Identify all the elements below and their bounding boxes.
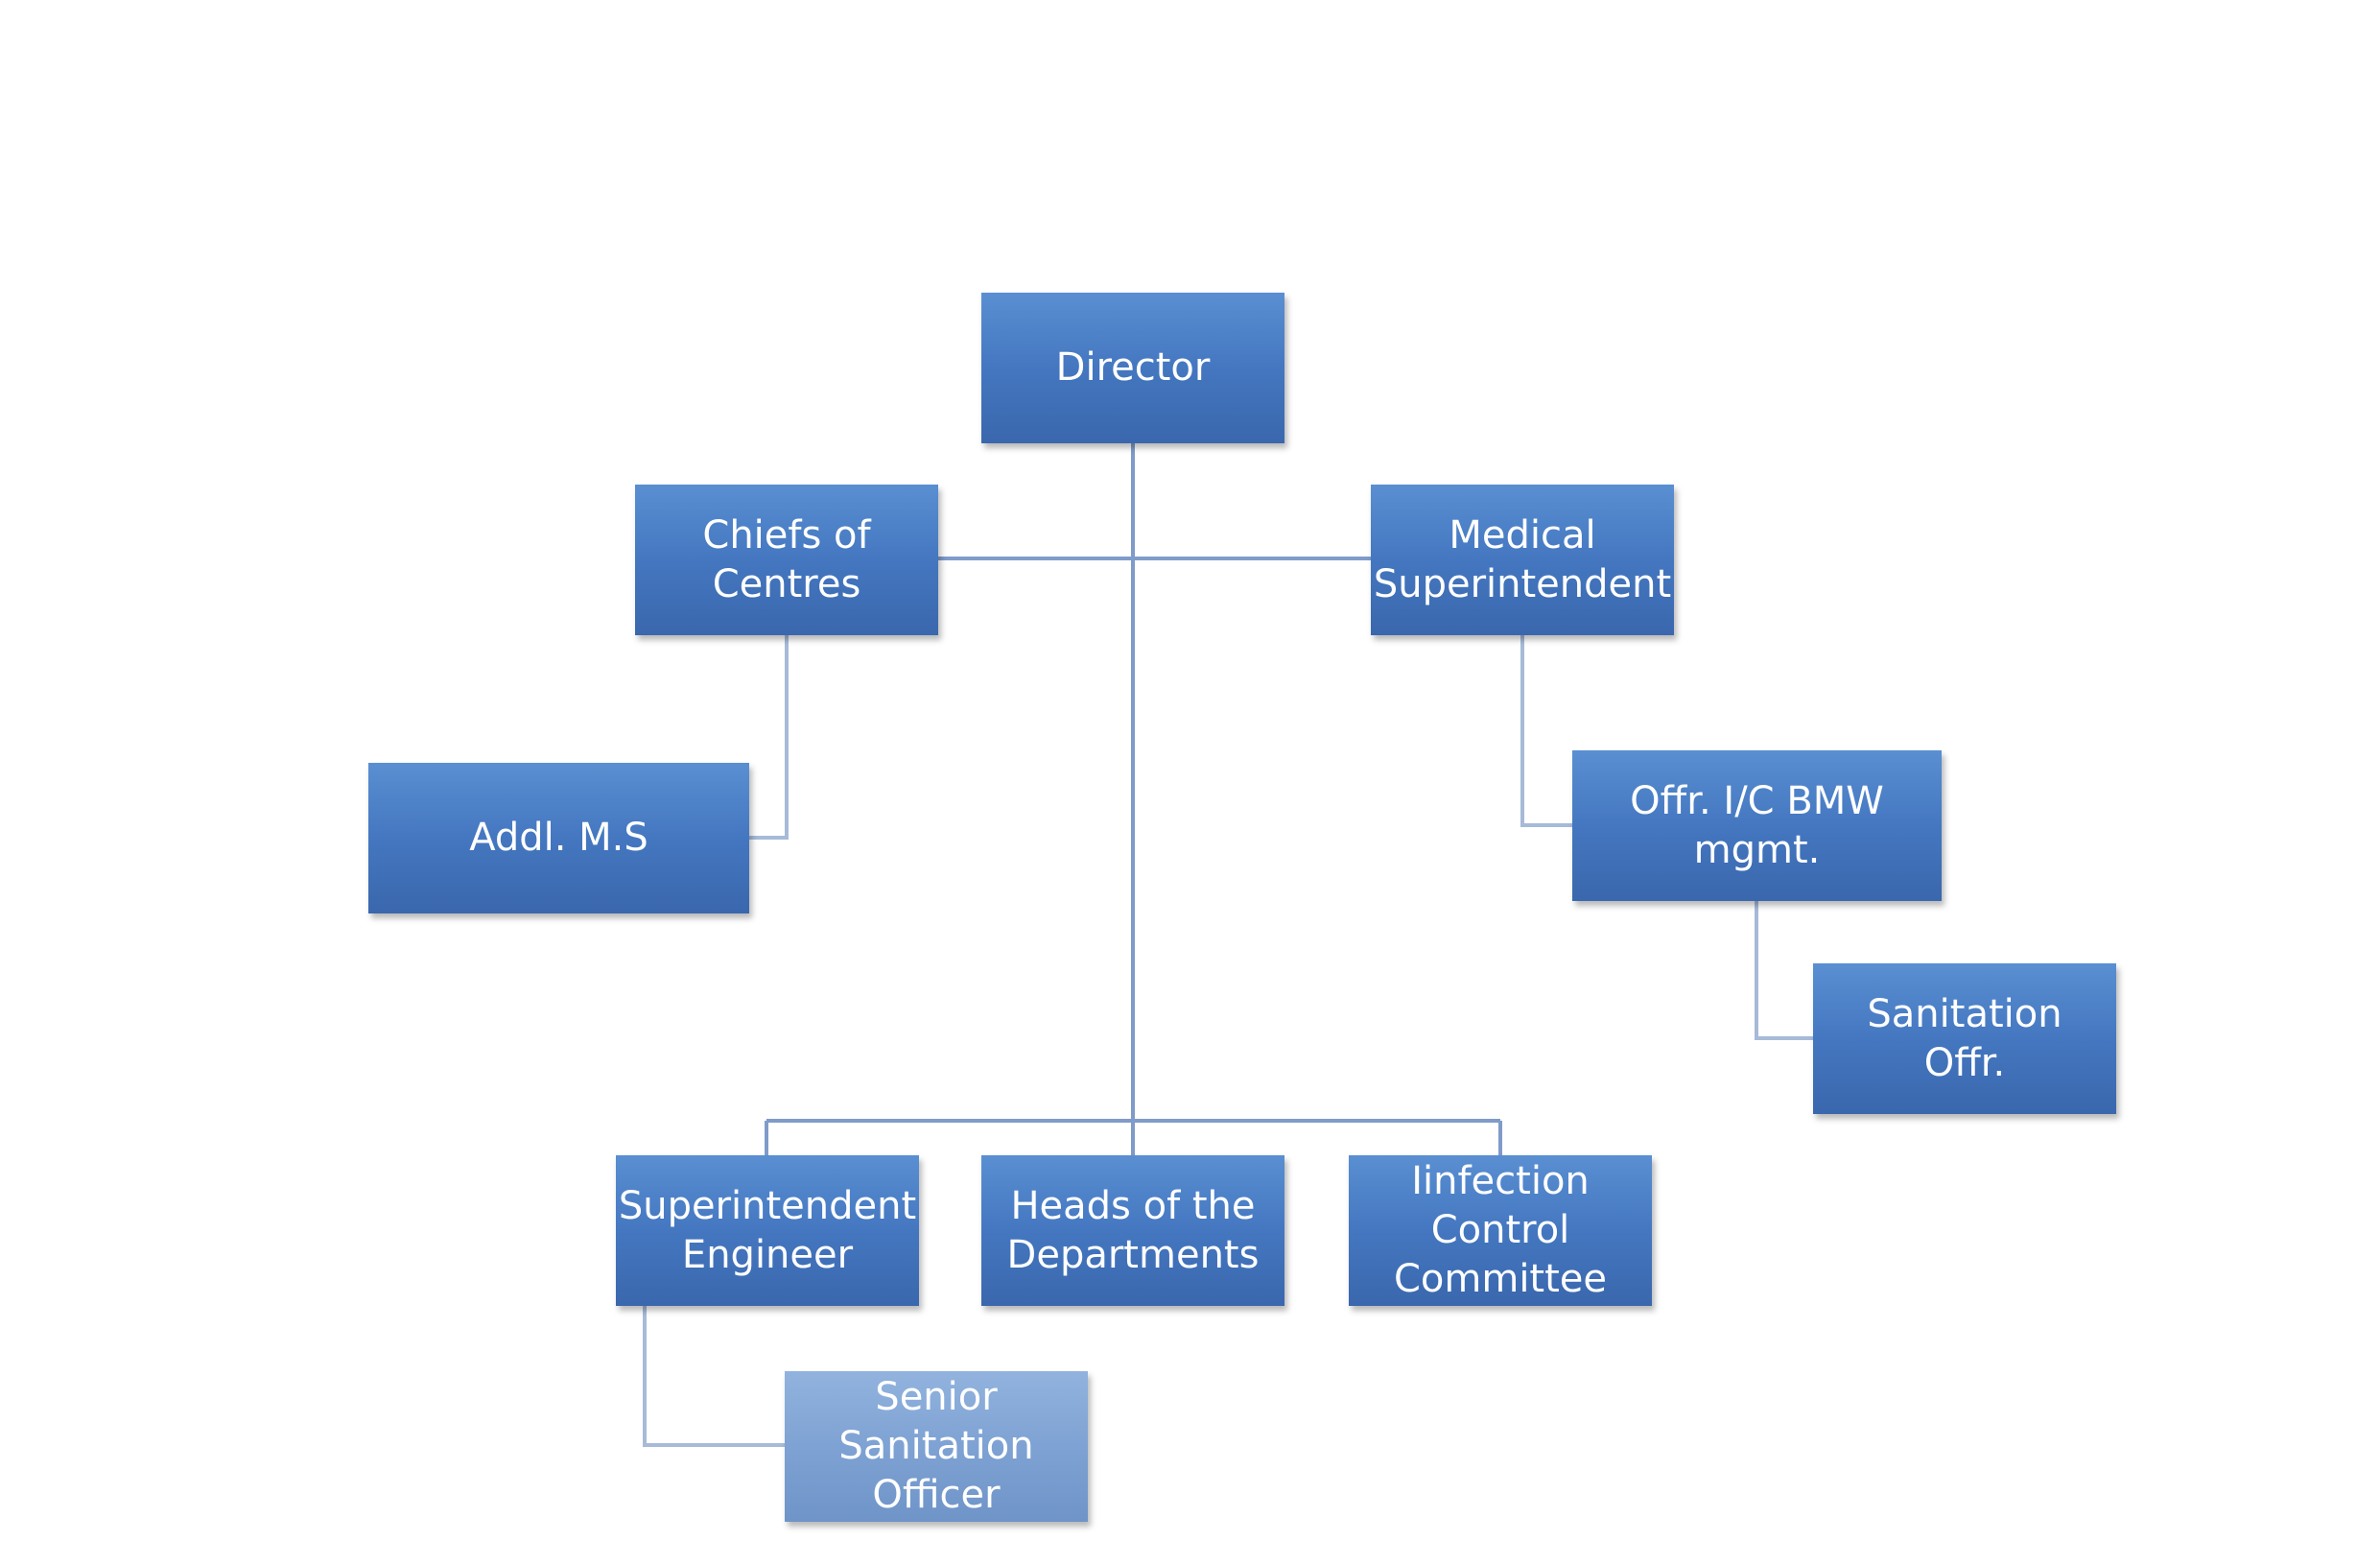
node-infection-control: Iinfection Control Committee bbox=[1349, 1155, 1652, 1306]
node-senior-sanitation-officer-label: Senior Sanitation Officer bbox=[838, 1375, 1034, 1517]
node-heads-of-departments-label: Heads of the Departments bbox=[1006, 1183, 1260, 1277]
node-medical-superintendent-label: Medical Superintendent bbox=[1373, 512, 1672, 606]
edge-supeng-senior bbox=[643, 1306, 785, 1447]
node-superintendent-engineer-label: Superintendent Engineer bbox=[618, 1183, 917, 1277]
node-addl-ms: Addl. M.S bbox=[368, 763, 749, 913]
node-superintendent-engineer: Superintendent Engineer bbox=[616, 1155, 919, 1306]
node-addl-ms-label: Addl. M.S bbox=[469, 816, 648, 860]
node-sanitation-offr-label: Sanitation Offr. bbox=[1867, 991, 2062, 1085]
node-senior-sanitation-officer: Senior Sanitation Officer bbox=[785, 1371, 1088, 1522]
node-offr-bmw-label: Offr. I/C BMW mgmt. bbox=[1630, 778, 1884, 872]
node-infection-control-label: Iinfection Control Committee bbox=[1393, 1159, 1608, 1301]
edge-medsup-bmw bbox=[1520, 635, 1572, 827]
node-chiefs-of-centres: Chiefs of Centres bbox=[635, 485, 938, 635]
edge-bmw-sanoffr bbox=[1755, 901, 1813, 1040]
edge-chiefs-addlms bbox=[749, 635, 789, 840]
node-chiefs-of-centres-label: Chiefs of Centres bbox=[702, 512, 871, 606]
node-director-label: Director bbox=[1055, 345, 1211, 390]
node-heads-of-departments: Heads of the Departments bbox=[981, 1155, 1284, 1306]
node-sanitation-offr: Sanitation Offr. bbox=[1813, 963, 2116, 1114]
node-director: Director bbox=[981, 293, 1284, 443]
node-offr-bmw: Offr. I/C BMW mgmt. bbox=[1572, 750, 1942, 901]
node-medical-superintendent: Medical Superintendent bbox=[1371, 485, 1674, 635]
